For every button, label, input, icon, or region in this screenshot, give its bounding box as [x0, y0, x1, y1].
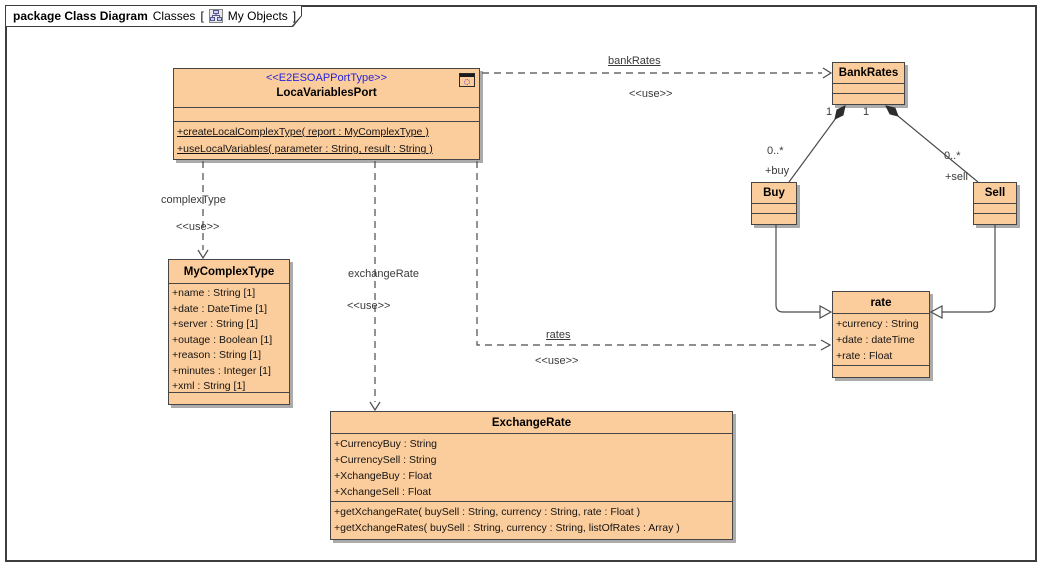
- class-member[interactable]: +rate : Float: [836, 350, 893, 362]
- dependency-name-rates[interactable]: rates: [546, 329, 571, 341]
- class-header: <<E2ESOAPPortType>> LocaVariablesPort: [174, 69, 479, 108]
- multiplicity-label[interactable]: 1: [826, 106, 833, 118]
- class-header: BankRates: [833, 63, 904, 84]
- stereotype-label: <<E2ESOAPPortType>>: [265, 72, 388, 84]
- class-member[interactable]: +server : String [1]: [172, 318, 259, 330]
- class-name: Buy: [763, 187, 785, 199]
- class-member[interactable]: +createLocalComplexType( report : MyComp…: [177, 126, 429, 138]
- frame-bracket-close: ]: [292, 9, 297, 23]
- attributes-compartment: +CurrencyBuy : String +CurrencySell : Str…: [331, 434, 732, 502]
- class-rate[interactable]: rate +currency : String+date : dateTime+…: [832, 291, 930, 378]
- class-member[interactable]: +date : dateTime: [836, 334, 915, 346]
- diagram-frame: [5, 5, 1037, 562]
- class-member[interactable]: +getXchangeRate( buySell : String, curre…: [334, 506, 641, 518]
- role-label[interactable]: +buy: [765, 165, 790, 177]
- operations-compartment: [752, 214, 796, 224]
- use-stereotype-label[interactable]: <<use>>: [629, 88, 673, 100]
- operations-compartment: +getXchangeRate( buySell : String, curre…: [331, 502, 732, 539]
- dependency-name-complextype[interactable]: complexType: [161, 194, 226, 206]
- class-member[interactable]: +getXchangeRates( buySell : String, curr…: [334, 522, 680, 534]
- class-sell[interactable]: Sell: [973, 182, 1017, 225]
- multiplicity-label[interactable]: 1: [863, 106, 870, 118]
- class-header: Sell: [974, 183, 1016, 204]
- class-bankrates[interactable]: BankRates: [832, 62, 905, 105]
- operations-compartment: [833, 94, 904, 104]
- diagram-heading: package Class Diagram Classes [ My Objec…: [6, 6, 301, 26]
- class-member[interactable]: +currency : String: [836, 318, 919, 330]
- attributes-compartment: [974, 204, 1016, 214]
- class-locavariablesport[interactable]: <<E2ESOAPPortType>> LocaVariablesPort +c…: [173, 68, 480, 160]
- class-member[interactable]: +XchangeBuy : Float: [334, 470, 432, 482]
- class-member[interactable]: +XchangeSell : Float: [334, 486, 432, 498]
- class-member[interactable]: +reason : String [1]: [172, 349, 262, 361]
- attributes-compartment: [833, 84, 904, 94]
- class-member[interactable]: +name : String [1]: [172, 287, 256, 299]
- class-member[interactable]: +date : DateTime [1]: [172, 302, 268, 315]
- class-mycomplextype[interactable]: MyComplexType +name : String [1] +date : …: [168, 259, 290, 405]
- use-stereotype-label[interactable]: <<use>>: [347, 300, 391, 312]
- operations-compartment: [169, 393, 289, 404]
- frame-kind: package Class Diagram: [13, 9, 148, 23]
- class-member[interactable]: +minutes : Integer [1]: [172, 364, 271, 377]
- class-header: rate: [833, 292, 929, 314]
- class-member[interactable]: +CurrencySell : String: [334, 454, 437, 466]
- class-name: Sell: [984, 187, 1006, 199]
- role-label[interactable]: +sell: [945, 171, 968, 183]
- frame-bracket-open: [: [200, 9, 204, 23]
- attributes-compartment: [174, 108, 479, 122]
- operations-compartment: [833, 366, 929, 377]
- class-member[interactable]: +xml : String [1]: [172, 380, 246, 392]
- attributes-compartment: [752, 204, 796, 214]
- attributes-compartment: +currency : String +date : dateTime +rate …: [833, 314, 929, 366]
- class-diagram-icon: [208, 9, 223, 23]
- class-name: LocaVariablesPort: [276, 87, 377, 99]
- class-name: rate: [870, 297, 892, 309]
- class-exchangerate[interactable]: ExchangeRate +CurrencyBuy : String+Curre…: [330, 411, 733, 540]
- frame-context: My Objects: [227, 9, 288, 23]
- multiplicity-label[interactable]: 0..*: [767, 145, 784, 157]
- class-member[interactable]: +outage : Boolean [1]: [172, 333, 273, 346]
- class-header: ExchangeRate: [331, 412, 732, 434]
- class-member[interactable]: +CurrencyBuy : String: [334, 438, 438, 450]
- use-stereotype-label[interactable]: <<use>>: [535, 355, 579, 367]
- dependency-name-bankrates[interactable]: bankRates: [608, 55, 661, 67]
- class-header: Buy: [752, 183, 796, 204]
- class-name: BankRates: [838, 67, 899, 79]
- class-header: MyComplexType: [169, 260, 289, 284]
- frame-name: Classes: [152, 9, 196, 23]
- porttype-badge-icon: [459, 73, 475, 87]
- class-name: ExchangeRate: [491, 417, 572, 429]
- operations-compartment: +createLocalComplexType( report : MyComp…: [174, 122, 479, 159]
- operations-compartment: [974, 214, 1016, 224]
- diagram-heading-tab: package Class Diagram Classes [ My Objec…: [5, 5, 302, 27]
- class-buy[interactable]: Buy: [751, 182, 797, 225]
- class-member[interactable]: +useLocalVariables( parameter : String, …: [177, 143, 433, 155]
- attributes-compartment: +name : String [1] +date : DateTime [1] +s…: [169, 284, 289, 393]
- dependency-name-exchangerate[interactable]: exchangeRate: [348, 268, 419, 280]
- multiplicity-label[interactable]: 0..*: [944, 150, 961, 162]
- class-name: MyComplexType: [183, 266, 275, 278]
- use-stereotype-label[interactable]: <<use>>: [176, 221, 220, 233]
